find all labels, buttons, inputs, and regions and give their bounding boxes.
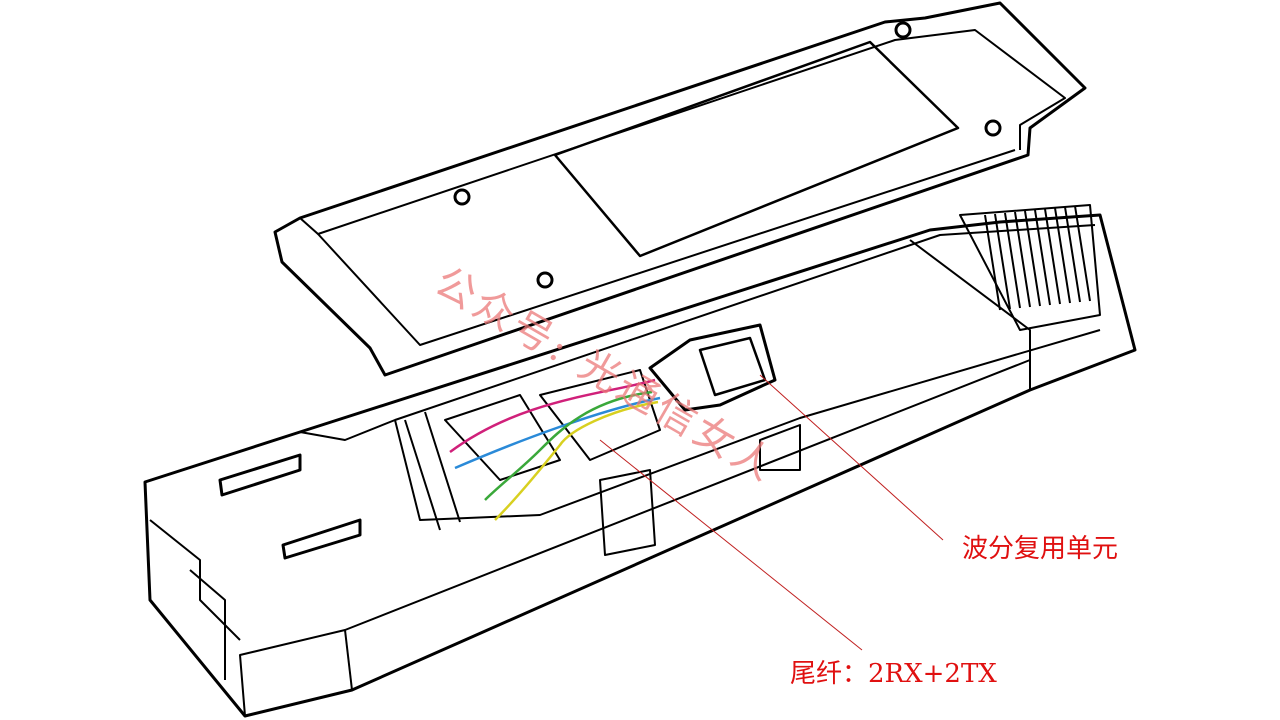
screw-hole xyxy=(536,271,554,289)
label-pigtail: 尾纤：2RX+2TX xyxy=(790,659,997,689)
screw-hole xyxy=(453,188,471,206)
fiber-blue xyxy=(454,396,661,470)
fiber-yellow xyxy=(494,400,659,521)
screw-hole xyxy=(984,119,1002,137)
fiber-green xyxy=(484,390,653,501)
pigtail-fibers xyxy=(449,378,661,521)
leader-line-wdm xyxy=(759,374,944,541)
leader-line-pigtail xyxy=(599,439,863,651)
top-lid xyxy=(273,1,1087,377)
screw-hole xyxy=(894,21,912,39)
label-wdm-unit: 波分复用单元 xyxy=(962,534,1119,564)
housing-body xyxy=(143,204,1137,718)
wdm-unit xyxy=(648,323,777,412)
fiber-magenta xyxy=(449,378,656,454)
